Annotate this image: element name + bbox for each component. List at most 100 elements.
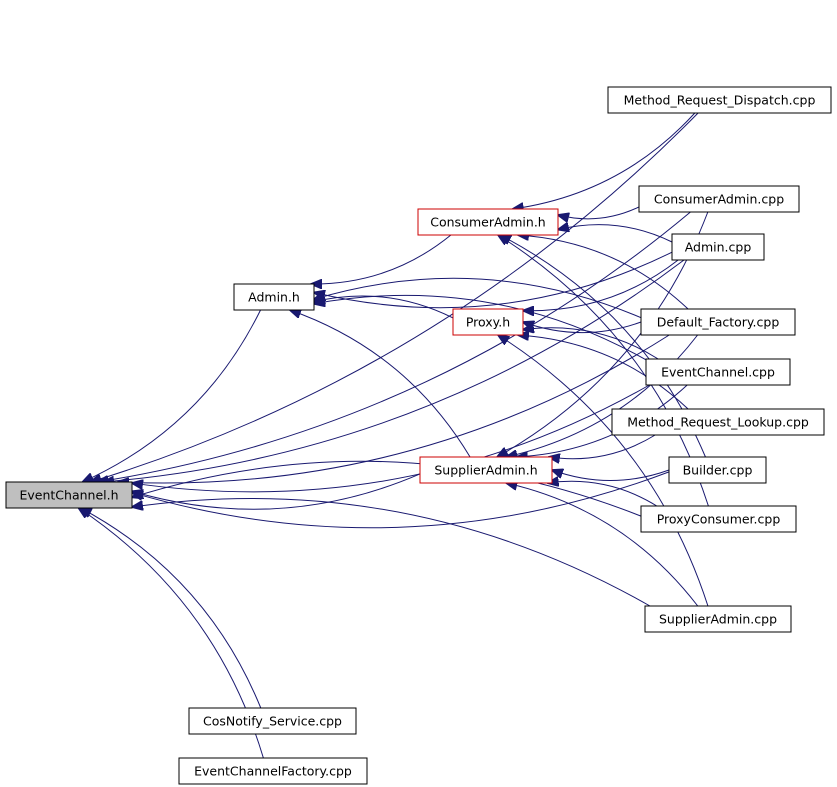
edge-line bbox=[90, 112, 699, 482]
edge-line bbox=[81, 508, 262, 709]
edge-line bbox=[506, 483, 699, 607]
edge-supplieradmin_cpp-to-eventchannel_h bbox=[132, 497, 651, 607]
edge-proxyconsumer_cpp-to-eventchannel_h bbox=[132, 460, 642, 517]
edge-default_factory_cpp-to-admin_h bbox=[314, 277, 642, 319]
node-admin-h[interactable]: Admin.h bbox=[233, 283, 315, 311]
edge-admin_cpp-to-admin_h bbox=[314, 251, 673, 309]
edge-line bbox=[118, 334, 670, 483]
node-supplieradmin-h[interactable]: SupplierAdmin.h bbox=[419, 456, 553, 484]
edge-default_factory_cpp-to-eventchannel_h bbox=[118, 334, 670, 483]
edge-line bbox=[311, 234, 452, 284]
edge-eventchannel_cpp-to-admin_h bbox=[314, 294, 647, 361]
edge-eventchannel_cpp-to-eventchannel_h bbox=[132, 384, 650, 493]
node-label: Admin.h bbox=[248, 290, 300, 305]
node-method-request-dispatch-cpp[interactable]: Method_Request_Dispatch.cpp bbox=[607, 86, 832, 114]
node-builder-cpp[interactable]: Builder.cpp bbox=[668, 456, 767, 484]
node-box bbox=[188, 707, 357, 735]
node-label: SupplierAdmin.cpp bbox=[659, 612, 777, 627]
edge-line bbox=[518, 235, 689, 310]
edge-builder_cpp-to-eventchannel_h bbox=[132, 471, 670, 529]
edge-admin_cpp-to-consumeradmin_h bbox=[558, 225, 673, 243]
edge-admin_cpp-to-eventchannel_h bbox=[103, 259, 685, 482]
node-box bbox=[645, 358, 791, 386]
edge-consumeradmin_cpp-to-eventchannel_h bbox=[98, 211, 691, 482]
node-box bbox=[419, 456, 553, 484]
edge-line bbox=[552, 470, 670, 482]
node-eventchannelfactory-cpp[interactable]: EventChannelFactory.cpp bbox=[178, 757, 368, 785]
edge-line bbox=[523, 259, 679, 311]
edge-method_request_lookup_cpp-to-supplieradmin_h bbox=[549, 434, 656, 459]
edge-line bbox=[314, 296, 454, 319]
edge-supplieradmin_h-to-eventchannel_h bbox=[132, 473, 421, 510]
node-eventchannel-cpp[interactable]: EventChannel.cpp bbox=[645, 358, 791, 386]
node-box bbox=[640, 505, 797, 533]
node-admin-cpp[interactable]: Admin.cpp bbox=[671, 233, 765, 261]
node-box bbox=[452, 308, 524, 336]
node-label: SupplierAdmin.h bbox=[434, 463, 537, 478]
node-supplieradmin-cpp[interactable]: SupplierAdmin.cpp bbox=[644, 605, 792, 633]
edge-supplieradmin_h-to-admin_h bbox=[290, 310, 471, 458]
node-box bbox=[5, 481, 133, 509]
node-box bbox=[233, 283, 315, 311]
edge-consumeradmin_cpp-to-consumeradmin_h bbox=[558, 206, 640, 219]
node-eventchannel-h: EventChannel.h bbox=[5, 481, 133, 509]
edge-cosnotify_service_cpp-to-eventchannel_h bbox=[81, 508, 262, 709]
edge-line bbox=[103, 259, 685, 482]
node-box bbox=[417, 208, 559, 236]
edge-line bbox=[523, 328, 659, 360]
edge-line bbox=[132, 384, 650, 493]
node-box bbox=[668, 456, 767, 484]
edge-proxyconsumer_cpp-to-supplieradmin_h bbox=[548, 481, 658, 507]
edge-line bbox=[314, 277, 642, 319]
node-label: Method_Request_Lookup.cpp bbox=[627, 415, 809, 430]
edge-line bbox=[82, 309, 261, 482]
edge-line bbox=[549, 434, 656, 459]
edge-line bbox=[132, 460, 642, 517]
edge-builder_cpp-to-supplieradmin_h bbox=[552, 470, 670, 482]
node-label: EventChannel.h bbox=[19, 488, 118, 503]
node-proxyconsumer-cpp[interactable]: ProxyConsumer.cpp bbox=[640, 505, 797, 533]
node-label: EventChannel.cpp bbox=[661, 365, 775, 380]
edge-line bbox=[290, 310, 471, 458]
node-label: EventChannelFactory.cpp bbox=[194, 764, 352, 779]
node-label: Builder.cpp bbox=[683, 463, 753, 478]
edge-line bbox=[132, 497, 651, 607]
node-label: Method_Request_Dispatch.cpp bbox=[624, 93, 816, 108]
node-default-factory-cpp[interactable]: Default_Factory.cpp bbox=[640, 308, 796, 336]
edge-line bbox=[518, 335, 689, 410]
edge-default_factory_cpp-to-proxy_h bbox=[523, 322, 642, 334]
node-box bbox=[644, 605, 792, 633]
node-label: Proxy.h bbox=[466, 315, 510, 330]
node-label: ConsumerAdmin.h bbox=[430, 215, 545, 230]
edge-line bbox=[98, 211, 691, 482]
edge-proxy_h-to-admin_h bbox=[314, 296, 454, 319]
node-proxy-h[interactable]: Proxy.h bbox=[452, 308, 524, 336]
node-box bbox=[671, 233, 765, 261]
edge-line bbox=[314, 294, 647, 361]
node-label: ProxyConsumer.cpp bbox=[657, 512, 781, 527]
edge-line bbox=[517, 384, 688, 457]
edge-eventchannel_cpp-to-supplieradmin_h bbox=[517, 384, 688, 457]
edge-line bbox=[523, 322, 642, 334]
edge-supplieradmin_cpp-to-proxy_h bbox=[498, 335, 709, 607]
node-label: ConsumerAdmin.cpp bbox=[654, 192, 784, 207]
node-box bbox=[638, 185, 800, 213]
node-method-request-lookup-cpp[interactable]: Method_Request_Lookup.cpp bbox=[611, 408, 825, 436]
edge-line bbox=[132, 473, 421, 510]
edge-line bbox=[132, 471, 670, 529]
edge-method_request_dispatch_cpp-to-eventchannel_h bbox=[90, 112, 699, 482]
node-consumeradmin-h[interactable]: ConsumerAdmin.h bbox=[417, 208, 559, 236]
edge-method_request_dispatch_cpp-to-consumeradmin_h bbox=[513, 112, 696, 209]
node-box bbox=[607, 86, 832, 114]
edge-line bbox=[558, 206, 640, 219]
edge-line bbox=[558, 225, 673, 243]
edge-admin_cpp-to-proxy_h bbox=[523, 259, 679, 311]
node-label: Admin.cpp bbox=[685, 240, 752, 255]
node-box bbox=[640, 308, 796, 336]
edge-admin_h-to-eventchannel_h bbox=[82, 309, 261, 482]
nodes-layer: EventChannel.h Admin.h ConsumerAdmin.hProx… bbox=[5, 86, 832, 785]
node-cosnotify-service-cpp[interactable]: CosNotify_Service.cpp bbox=[188, 707, 357, 735]
edge-line bbox=[498, 335, 709, 607]
node-consumeradmin-cpp[interactable]: ConsumerAdmin.cpp bbox=[638, 185, 800, 213]
